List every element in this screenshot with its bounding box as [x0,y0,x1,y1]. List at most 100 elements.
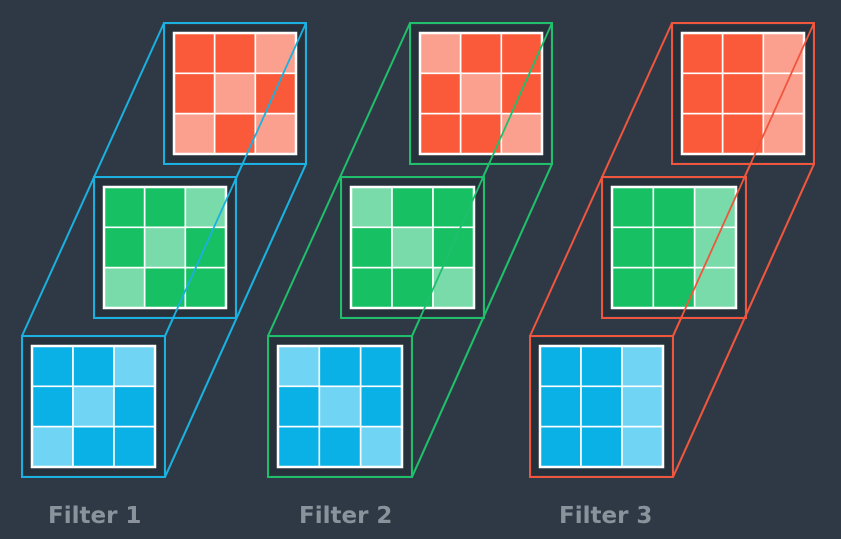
cell [318,345,362,388]
cell [721,32,765,75]
cell [213,32,257,75]
cell [432,186,475,229]
cell [681,32,724,75]
channel-border [30,344,157,469]
cell [681,72,724,115]
channel-border [172,31,298,156]
cell [173,112,216,155]
cell [254,32,297,75]
filter-2-overlay-edges [267,22,553,478]
cell [621,345,664,388]
cell [318,425,362,468]
cell [621,425,664,468]
cell [500,112,543,155]
filter-2-mid-frame [340,176,485,319]
channel-border [610,185,738,310]
cell [391,186,434,229]
cell [762,32,805,75]
filter-1-mid-frame [93,176,237,319]
filter-1-red-channel [166,25,304,162]
cell [350,226,393,269]
cell [103,186,146,229]
filter-1-green-channel [96,179,234,316]
cell [621,385,664,428]
edge-overlay [411,22,553,337]
cell [652,226,696,269]
cell [721,72,765,115]
edge-overlay [672,22,815,337]
cell [277,425,321,468]
filter-3-green-channel [604,179,744,316]
cell [143,266,187,309]
filter-3-red-channel [674,25,812,162]
filter-2-back-frame [409,22,553,165]
cell [580,345,623,388]
filter-2-blue-channel [270,338,410,475]
filter-1-overlay-edges [21,22,307,478]
cell [143,186,187,229]
cell [103,226,146,269]
cell [762,72,805,115]
cell [254,112,297,155]
cell [113,385,156,428]
filter-3 [529,22,815,478]
filter-3-overlay-edges [529,22,815,478]
cell [419,32,462,75]
cell [693,226,737,269]
filter-1 [21,22,307,478]
cell [539,385,582,428]
channel-border [418,31,544,156]
edge-overlay [411,163,553,478]
edge-overlay [164,22,307,337]
cell [72,425,115,468]
edge-overlay [164,163,307,478]
cell [432,226,475,269]
filter-1-blue-channel [24,338,163,475]
cell [419,72,462,115]
channel-border [680,31,806,156]
filter-2-label: Filter 2 [299,503,393,529]
channel-border [102,185,228,310]
edge-overlay [672,163,815,478]
cell [173,32,216,75]
cell [762,112,805,155]
cell [318,385,362,428]
cell [539,425,582,468]
cell [459,112,503,155]
cell [419,112,462,155]
cell [31,425,74,468]
filter-2 [267,22,553,478]
filter-1-edge-1 [21,22,165,337]
cell [459,32,503,75]
cell [277,385,321,428]
filter-1-label: Filter 1 [48,503,142,529]
cell [391,266,434,309]
cell [72,385,115,428]
filter-2-green-channel [343,179,482,316]
cell [652,186,696,229]
cell [611,266,655,309]
cell [350,186,393,229]
cell [31,345,74,388]
cell [350,266,393,309]
filter-3-back-frame [671,22,815,165]
cell [721,112,765,155]
cell [277,345,321,388]
front-frame-top [529,335,674,478]
filter-2-red-channel [412,25,550,162]
cell [580,425,623,468]
filter-1-back-frame [163,22,307,165]
cell [359,385,403,428]
cell [72,345,115,388]
front-frame-top [267,335,413,478]
cell [359,345,403,388]
cell [693,186,737,229]
cell [580,385,623,428]
filter-2-edge-1 [267,22,411,337]
cell [184,266,227,309]
front-frame-top [21,335,166,478]
filter-3-label: Filter 3 [559,503,653,529]
cell [254,72,297,115]
cell [173,72,216,115]
